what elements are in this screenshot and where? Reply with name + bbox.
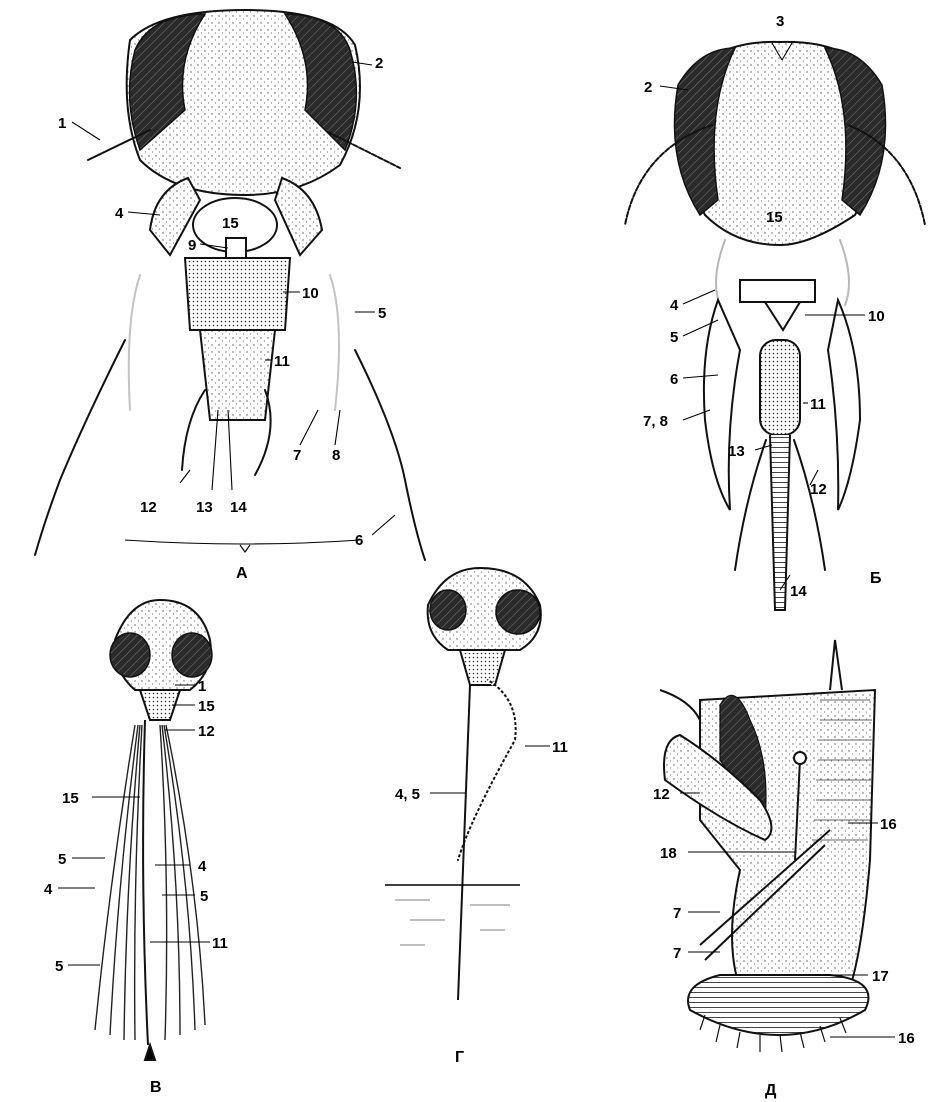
panel-v-caption: В [150, 1079, 162, 1096]
label-a-7: 7 [293, 447, 301, 464]
label-v-12: 12 [198, 723, 215, 740]
label-a-8: 8 [332, 447, 340, 464]
label-b-2: 2 [644, 79, 652, 96]
label-b-4: 4 [670, 297, 679, 314]
label-v-11: 11 [212, 935, 228, 952]
label-g-11: 11 [552, 739, 568, 756]
label-a-9: 9 [188, 237, 196, 254]
label-d-12: 12 [653, 786, 670, 803]
label-g-4-5: 4, 5 [395, 786, 420, 803]
label-b-7-8: 7, 8 [643, 413, 668, 430]
panel-v-drawing [95, 600, 212, 1060]
label-b-12: 12 [810, 481, 827, 498]
label-d-16a: 16 [880, 816, 897, 833]
label-d-17: 17 [872, 968, 889, 985]
label-a-14: 14 [230, 499, 247, 516]
label-a-13: 13 [196, 499, 213, 516]
label-a-10: 10 [302, 285, 319, 302]
label-d-16b: 16 [898, 1030, 915, 1047]
label-a-11: 11 [274, 353, 290, 370]
label-b-5: 5 [670, 329, 678, 346]
label-a-6: 6 [355, 532, 363, 549]
label-a-4: 4 [115, 205, 124, 222]
panel-d-drawing [660, 640, 875, 1052]
label-v-15b: 15 [62, 790, 79, 807]
label-a-12: 12 [140, 499, 157, 516]
label-a-5: 5 [378, 305, 386, 322]
label-d-18: 18 [660, 845, 677, 862]
label-b-13: 13 [728, 443, 745, 460]
label-b-10: 10 [868, 308, 885, 325]
label-v-5a: 5 [58, 851, 66, 868]
label-v-4b: 4 [198, 858, 207, 875]
panel-b-drawing [625, 42, 925, 610]
label-b-11: 11 [810, 396, 826, 413]
label-v-1: 1 [198, 678, 206, 695]
label-b-3: 3 [776, 13, 784, 30]
panel-b-caption: Б [870, 570, 882, 587]
label-a-1: 1 [58, 115, 66, 132]
panel-a-drawing [35, 10, 425, 560]
label-v-15a: 15 [198, 698, 215, 715]
panel-g-caption: Г [455, 1049, 464, 1066]
panel-a-caption: А [236, 565, 248, 582]
label-d-7b: 7 [673, 945, 681, 962]
label-a-2: 2 [375, 55, 383, 72]
panel-d-caption: Д [765, 1082, 777, 1099]
label-a-15: 15 [222, 215, 239, 232]
panel-g-drawing [385, 568, 541, 1000]
label-v-5c: 5 [55, 958, 63, 975]
label-v-5b: 5 [200, 888, 208, 905]
label-b-14: 14 [790, 583, 807, 600]
label-b-6: 6 [670, 371, 678, 388]
label-b-15: 15 [766, 209, 783, 226]
label-d-7a: 7 [673, 905, 681, 922]
panel-g-labels: 11 4, 5 Г [395, 739, 568, 1066]
label-v-4a: 4 [44, 881, 53, 898]
